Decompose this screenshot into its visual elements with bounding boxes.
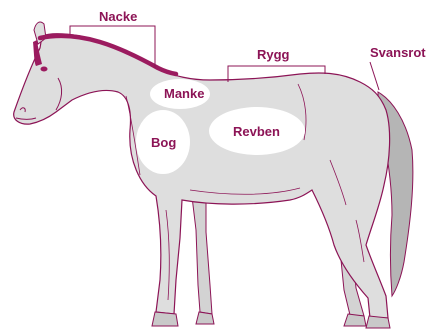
- label-rygg: Rygg: [257, 47, 290, 62]
- hoof-near-hind: [366, 316, 390, 328]
- hoof-far-hind: [344, 314, 366, 326]
- label-svansrot: Svansrot: [370, 45, 426, 60]
- label-manke: Manke: [164, 86, 204, 101]
- hoof-far-front: [196, 312, 214, 324]
- eye: [41, 67, 48, 72]
- label-bog: Bog: [151, 135, 176, 150]
- label-revben: Revben: [233, 124, 280, 139]
- svansrot-leader: [370, 62, 379, 90]
- hoof-near-front: [152, 312, 178, 326]
- label-nacke: Nacke: [99, 9, 137, 24]
